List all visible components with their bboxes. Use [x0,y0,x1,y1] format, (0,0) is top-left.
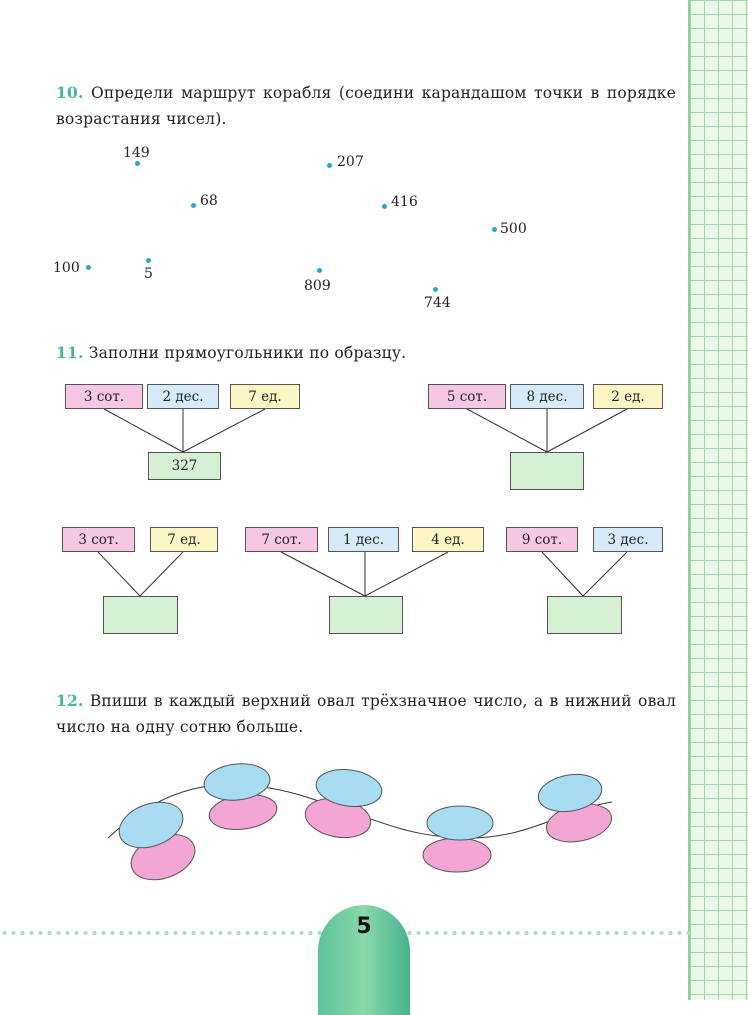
point-dot[interactable] [382,204,387,209]
tens-box: 1 дес. [328,527,399,552]
point-dot[interactable] [433,287,438,292]
point-dot[interactable] [146,258,151,263]
units-box: 4 ед. [412,527,484,552]
task-12: 12. Впиши в каждый верхний овал трёхзнач… [56,688,676,740]
point-dot[interactable] [327,163,332,168]
point-label: 809 [304,278,331,294]
point-label: 68 [200,193,218,209]
tens-box: 8 дес. [510,384,584,409]
point-dot[interactable] [317,268,322,273]
top-oval[interactable] [202,761,271,804]
result-box[interactable] [103,596,178,634]
hundreds-box: 3 сот. [62,527,135,552]
tens-box: 3 дес. [593,527,663,552]
point-label: 500 [500,221,527,237]
top-oval[interactable] [314,766,384,811]
point-dot[interactable] [135,161,140,166]
hundreds-box: 3 сот. [65,384,143,409]
task-12-number: 12. [56,691,84,710]
units-box: 7 ед. [150,527,218,552]
result-box: 327 [148,452,221,480]
units-box: 7 ед. [230,384,300,409]
top-oval[interactable] [535,770,604,817]
result-box[interactable] [547,596,622,634]
units-box: 2 ед. [593,384,663,409]
hundreds-box: 5 сот. [428,384,506,409]
point-dot[interactable] [191,203,196,208]
task-10-number: 10. [56,83,84,102]
result-box[interactable] [510,452,584,490]
task-12-text: Впиши в каждый верхний овал трёхзначное … [56,692,676,736]
page-number: 5 [356,914,372,939]
point-label: 5 [144,266,153,282]
bottom-oval[interactable] [422,837,492,873]
grid-margin [688,0,748,1000]
task-11-text: Заполни прямоугольники по образцу. [88,344,407,362]
hundreds-box: 9 сот. [506,527,578,552]
task-10: 10. Определи маршрут корабля (соедини ка… [56,80,676,132]
point-dot[interactable] [492,227,497,232]
result-box[interactable] [329,596,403,634]
point-dot[interactable] [86,265,91,270]
top-oval[interactable] [113,794,189,856]
top-oval[interactable] [426,805,494,841]
tens-box: 2 дес. [147,384,219,409]
point-label: 416 [391,194,418,210]
hundreds-box: 7 сот. [245,527,318,552]
task-11-number: 11. [56,343,84,362]
garland-vine [107,783,613,839]
task-11: 11. Заполни прямоугольники по образцу. [56,340,676,366]
point-label: 149 [123,145,150,161]
point-label: 744 [424,295,451,311]
task-10-text: Определи маршрут корабля (соедини каранд… [56,84,676,128]
point-label: 100 [53,260,80,276]
page-number-tab [318,905,410,1015]
point-label: 207 [337,154,364,170]
